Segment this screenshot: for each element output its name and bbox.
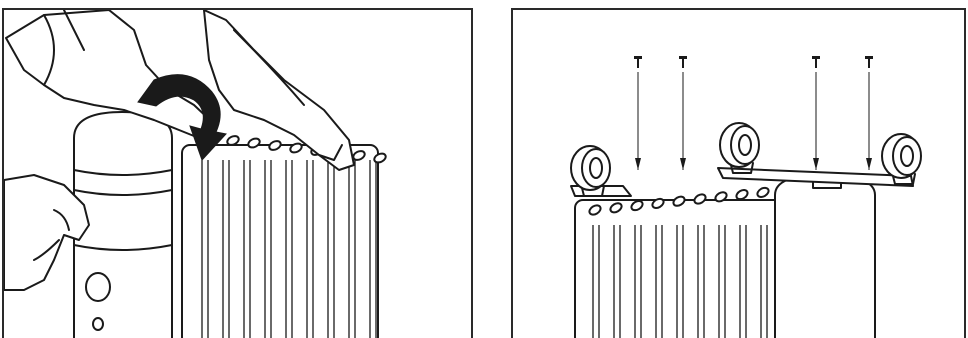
fin-top (693, 193, 707, 205)
step-panel-fold (2, 8, 473, 338)
screw-icon (634, 56, 642, 68)
screw-icon (679, 56, 687, 68)
fin-top (373, 152, 387, 164)
control-box (73, 111, 173, 338)
screw-icon (812, 56, 820, 68)
wheels-illustration (570, 56, 922, 338)
caster-wheel-icon (570, 145, 611, 197)
hand-icon (4, 174, 90, 291)
screw-icon (865, 56, 873, 68)
caster-wheel-icon (719, 122, 760, 174)
thermostat-knob-icon (85, 272, 111, 302)
fin-top (651, 197, 665, 209)
fin-top (226, 135, 240, 146)
fin-top (714, 191, 728, 203)
fin-top (630, 200, 644, 212)
down-arrow-icon (813, 72, 819, 170)
fin-top (268, 140, 282, 151)
down-arrow-icon (866, 72, 872, 170)
fin-top (756, 186, 770, 198)
fin-top (672, 195, 686, 207)
caster-wheel-icon (881, 133, 922, 185)
radiator-fins (574, 186, 796, 338)
control-box (774, 174, 876, 338)
fin-top (289, 142, 303, 154)
fin-top (247, 137, 261, 149)
step-panel-wheels (511, 8, 966, 338)
rotate-arrow-icon (137, 74, 227, 161)
fin-top (735, 189, 749, 201)
down-arrow-icon (680, 72, 686, 170)
radiator-fins (181, 132, 387, 338)
fin-top (588, 204, 602, 216)
hand-icon (5, 10, 355, 171)
fold-illustration (4, 10, 387, 338)
power-light-icon (92, 317, 104, 331)
fin-top (609, 202, 623, 214)
down-arrow-icon (635, 72, 641, 170)
